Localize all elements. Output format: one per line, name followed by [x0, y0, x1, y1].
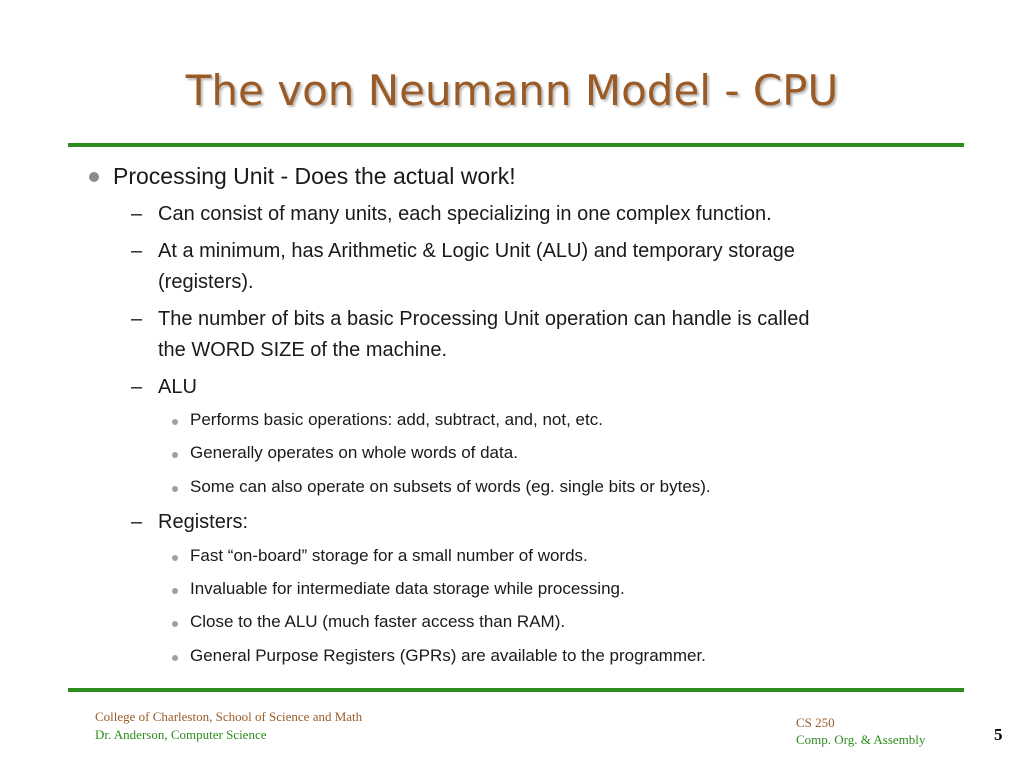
footer-course: CS 250 Comp. Org. & Assembly [796, 714, 925, 748]
register-item-intermediate: Invaluable for intermediate data storage… [190, 579, 625, 598]
register-item-gprs: General Purpose Registers (GPRs) are ava… [190, 646, 706, 665]
top-divider [68, 143, 964, 147]
dash-icon: – [131, 308, 143, 330]
register-item-onboard: Fast “on-board” storage for a small numb… [190, 546, 588, 565]
small-bullet-icon [172, 419, 178, 425]
small-bullet-icon [172, 486, 178, 492]
page-number: 5 [994, 725, 1003, 744]
alu-item-subsets: Some can also operate on subsets of word… [190, 477, 711, 496]
register-item-close-alu: Close to the ALU (much faster access tha… [190, 612, 566, 631]
alu-item-basic-ops: Performs basic operations: add, subtract… [190, 410, 603, 429]
small-bullet-icon [172, 621, 178, 627]
dash-icon: – [131, 376, 143, 398]
sub-bullet-word-size-line1: The number of bits a basic Processing Un… [158, 308, 810, 330]
small-bullet-icon [172, 588, 178, 594]
dash-icon: – [131, 203, 143, 225]
small-bullet-icon [172, 555, 178, 561]
dash-icon: – [131, 240, 143, 262]
footer-course-name: Comp. Org. & Assembly [796, 732, 926, 747]
footer-author: Dr. Anderson, Computer Science [95, 727, 267, 742]
alu-item-whole-words: Generally operates on whole words of dat… [190, 443, 518, 462]
sub-bullet-minimum-line2: (registers). [158, 271, 254, 293]
small-bullet-icon [172, 655, 178, 661]
footer-course-code: CS 250 [796, 715, 835, 730]
footer-college: College of Charleston, School of Science… [95, 709, 363, 724]
sub-bullet-many-units: Can consist of many units, each speciali… [158, 203, 772, 225]
sub-bullet-word-size-line2: the WORD SIZE of the machine. [158, 339, 447, 361]
small-bullet-icon [172, 452, 178, 458]
sub-bullet-alu: ALU [158, 376, 197, 398]
slide-title: The von Neumann Model - CPU [185, 66, 839, 115]
footer-institution: College of Charleston, School of Science… [95, 708, 362, 744]
sub-bullet-minimum-line1: At a minimum, has Arithmetic & Logic Uni… [158, 240, 795, 262]
dash-icon: – [131, 511, 143, 533]
bottom-divider [68, 688, 964, 692]
bullet-dot-icon [89, 172, 99, 182]
bullet-processing-unit: Processing Unit - Does the actual work! [113, 163, 516, 189]
sub-bullet-registers: Registers: [158, 511, 249, 533]
